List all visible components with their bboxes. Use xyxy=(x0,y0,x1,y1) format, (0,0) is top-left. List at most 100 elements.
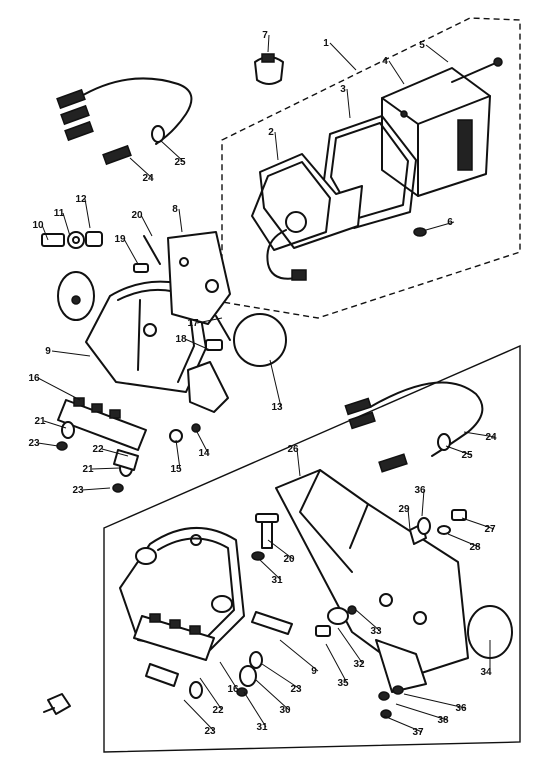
leader-line-c-31-b xyxy=(243,691,267,728)
leader-line-c-36-b xyxy=(403,693,466,709)
leader-line-c-36-a xyxy=(421,489,425,517)
leader-line-c-15 xyxy=(175,439,181,470)
callout-c-14: 14 xyxy=(198,448,210,459)
callout-c-20-a: 20 xyxy=(131,210,143,221)
upper-reflector-right xyxy=(233,313,287,367)
leader-line-c-26 xyxy=(296,448,301,477)
leader-line-c-23-d xyxy=(183,699,215,732)
upper-flasher-stay xyxy=(57,361,229,451)
callout-c-38: 38 xyxy=(437,715,449,726)
lens-wire-lead xyxy=(266,229,297,280)
leader-line-c-28 xyxy=(447,533,480,548)
tail-light-lens xyxy=(251,153,363,251)
license-plate-assembly-boundary xyxy=(103,344,521,753)
upper-wire-harness xyxy=(56,77,193,166)
callout-c-23-b: 23 xyxy=(72,485,84,496)
leader-line-c-1-a xyxy=(329,42,357,71)
leader-line-c-20-b xyxy=(267,539,294,560)
callout-c-18: 18 xyxy=(175,334,187,345)
callout-c-36-a: 36 xyxy=(414,485,426,496)
leader-line-c-23-b xyxy=(81,487,111,491)
leader-line-c-7 xyxy=(267,34,270,53)
callout-c-22-a: 22 xyxy=(92,444,104,455)
upper-stay-plate xyxy=(167,231,231,325)
leader-line-c-30 xyxy=(255,679,290,711)
leader-line-c-17 xyxy=(196,317,223,324)
leader-line-c-38 xyxy=(395,703,448,721)
upper-hardware xyxy=(41,231,231,351)
leader-line-c-37 xyxy=(383,715,423,733)
callout-c-8: 8 xyxy=(172,204,178,215)
leader-line-c-21-a xyxy=(43,420,67,429)
leader-line-c-31-a xyxy=(259,559,282,581)
callout-c-31-a: 31 xyxy=(271,575,283,586)
callout-c-4: 4 xyxy=(382,56,388,67)
callout-leaders xyxy=(37,34,496,733)
leader-line-c-3 xyxy=(346,88,351,119)
leader-line-c-22-a xyxy=(101,448,129,457)
leader-line-c-16-b xyxy=(219,661,238,690)
callout-c-7: 7 xyxy=(262,30,268,41)
callout-c-28: 28 xyxy=(469,542,481,553)
tail-light-housing xyxy=(381,67,491,197)
callout-c-33: 33 xyxy=(370,626,382,637)
leader-line-c-8 xyxy=(178,208,183,233)
callout-c-35: 35 xyxy=(337,678,349,689)
leader-line-c-35 xyxy=(325,643,348,684)
leader-line-c-9-b xyxy=(279,639,319,672)
housing-screw-head xyxy=(493,57,503,67)
callout-c-10: 10 xyxy=(32,220,44,231)
callout-c-24-b: 24 xyxy=(485,432,497,443)
leader-line-c-9-a xyxy=(51,350,91,357)
callout-c-16-b: 16 xyxy=(227,684,239,695)
callout-c-26: 26 xyxy=(287,444,299,455)
callout-c-3: 3 xyxy=(340,84,346,95)
upper-reflector-left xyxy=(57,271,95,321)
leader-line-c-23-c xyxy=(261,663,301,690)
callout-c-19: 19 xyxy=(114,234,126,245)
callout-c-22-b: 22 xyxy=(212,705,224,716)
callout-labels: 1754326252410111220819171891316212322212… xyxy=(28,30,497,738)
housing-screw xyxy=(451,61,499,83)
leader-line-c-16 xyxy=(37,377,81,401)
callout-c-11: 11 xyxy=(54,208,65,219)
small-connector-clip xyxy=(43,693,71,715)
callout-c-31-b: 31 xyxy=(256,722,268,733)
tail-light-bulb xyxy=(254,53,284,85)
callout-c-30: 30 xyxy=(279,705,291,716)
license-plate-bracket xyxy=(275,469,469,693)
leader-line-c-18 xyxy=(184,338,211,351)
leader-line-c-21-b xyxy=(91,467,121,470)
leader-line-c-19 xyxy=(123,238,139,265)
callout-c-36-b: 36 xyxy=(455,703,467,714)
leader-line-c-25-a xyxy=(159,139,185,163)
leader-line-c-10 xyxy=(41,224,49,241)
leader-line-c-14 xyxy=(195,429,209,454)
leader-line-c-5 xyxy=(425,44,449,63)
leader-line-c-11 xyxy=(62,212,71,237)
leader-line-c-6-a xyxy=(425,221,455,231)
callout-c-32: 32 xyxy=(353,659,365,670)
callout-c-12: 12 xyxy=(75,194,87,205)
leader-line-c-12 xyxy=(84,198,91,229)
leader-line-c-13 xyxy=(269,359,282,408)
leader-line-c-32 xyxy=(337,627,364,665)
callout-c-16: 16 xyxy=(28,373,40,384)
lower-flasher-stay xyxy=(133,613,215,699)
callout-c-20-b: 20 xyxy=(283,554,295,565)
leader-line-c-20-a xyxy=(140,214,153,237)
lower-wire-harness xyxy=(344,381,484,473)
callout-c-37: 37 xyxy=(412,727,424,738)
callout-c-24-a: 24 xyxy=(142,173,154,184)
leader-line-c-23-a xyxy=(37,442,59,447)
leader-line-c-4 xyxy=(388,60,405,85)
leader-line-c-29 xyxy=(407,508,411,531)
callout-c-25-a: 25 xyxy=(174,157,186,168)
leader-line-c-24-a xyxy=(129,157,153,179)
housing-grommet xyxy=(413,227,427,237)
callout-c-34: 34 xyxy=(480,667,492,678)
callout-c-25-b: 25 xyxy=(461,450,473,461)
lens-wire-connector xyxy=(291,269,307,281)
callout-c-21-b: 21 xyxy=(82,464,94,475)
